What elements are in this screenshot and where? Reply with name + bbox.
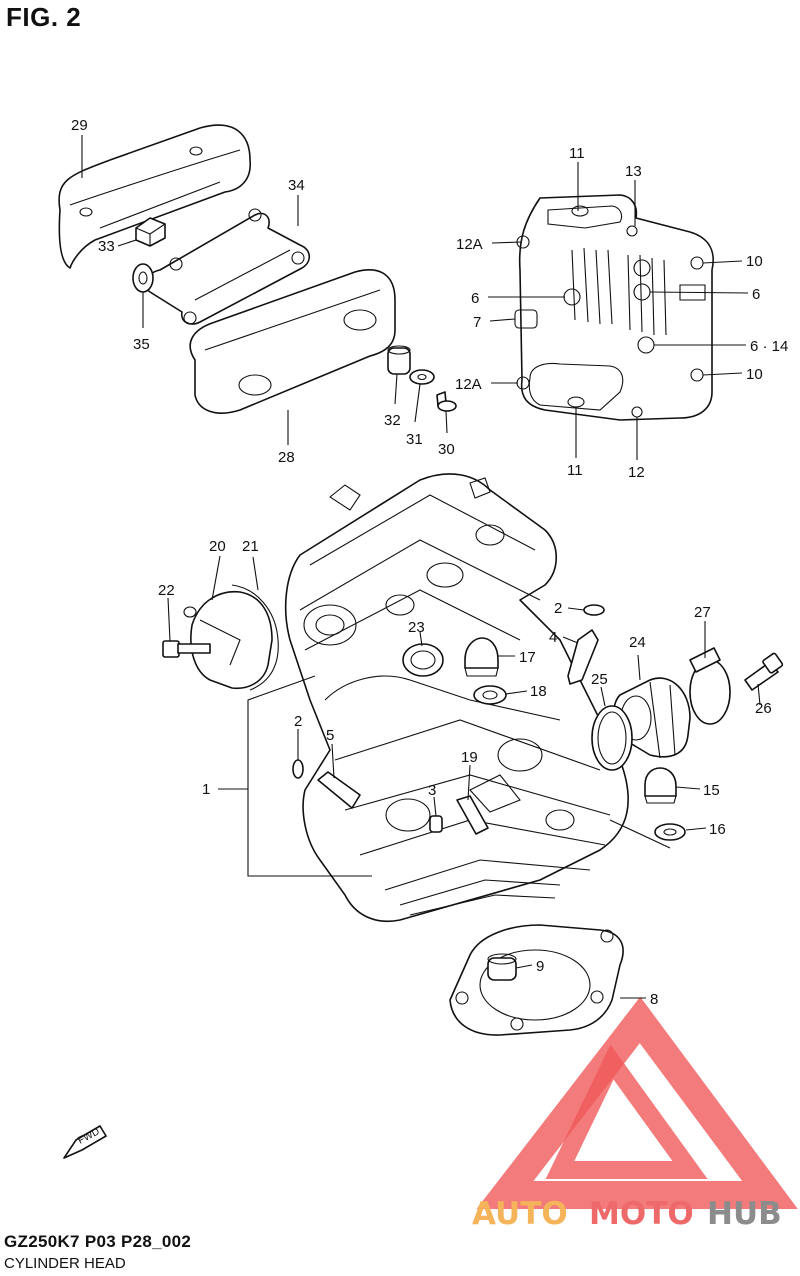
watermark-word-moto: MOTO (589, 1196, 694, 1232)
part-1-cylinder-head (284, 473, 629, 922)
part-9-dowel-pin (487, 953, 517, 981)
part-18-washer (473, 685, 507, 705)
callout-10-top: 10 (746, 253, 763, 270)
callout-25: 25 (591, 671, 608, 688)
part-19-spark-plug (456, 795, 489, 835)
callout-2-lower: 2 (294, 713, 302, 730)
callout-16: 16 (709, 821, 726, 838)
watermark-logo-triangle (476, 996, 798, 1209)
part-16-washer (654, 823, 686, 841)
part-35-grommet (132, 263, 154, 293)
part-33-pad (135, 217, 166, 247)
part-25-o-ring (591, 705, 633, 771)
callout-1: 1 (202, 781, 210, 798)
callout-23: 23 (408, 619, 425, 636)
callout-12a-bottom: 12A (455, 376, 482, 393)
part-head-cover-lower (514, 194, 714, 421)
callout-22: 22 (158, 582, 175, 599)
assembly-name: CYLINDER HEAD (4, 1255, 126, 1272)
callout-35: 35 (133, 336, 150, 353)
part-5-valve-guide (317, 771, 361, 809)
part-26-screw (744, 652, 784, 691)
part-15-cap-nut (644, 767, 677, 804)
callout-12: 12 (628, 464, 645, 481)
callout-33: 33 (98, 238, 115, 255)
part-29-head-cover-top (58, 124, 251, 269)
callout-3: 3 (428, 782, 436, 799)
part-31-washer (409, 369, 435, 385)
callout-9: 9 (536, 958, 544, 975)
callout-13: 13 (625, 163, 642, 180)
callout-26: 26 (755, 700, 772, 717)
callout-32: 32 (384, 412, 401, 429)
callout-20: 20 (209, 538, 226, 555)
callout-15: 15 (703, 782, 720, 799)
leader-lines (81, 135, 761, 999)
callout-2-upper: 2 (554, 600, 562, 617)
part-32-grommet (387, 345, 411, 375)
callout-12a-top: 12A (456, 236, 483, 253)
callout-labels: 29 34 33 35 28 32 31 30 11 13 12A 10 6 6… (71, 117, 788, 1008)
callout-18: 18 (530, 683, 547, 700)
callout-5: 5 (326, 727, 334, 744)
watermark-logo: AUTO MOTO HUB (472, 996, 798, 1232)
callout-7: 7 (473, 314, 481, 331)
callout-11-bottom: 11 (567, 462, 583, 479)
callout-19: 19 (461, 749, 478, 766)
part-21-gasket (231, 584, 279, 691)
part-30-bolt (436, 391, 457, 412)
callout-10-bottom: 10 (746, 366, 763, 383)
callout-21: 21 (242, 538, 259, 555)
part-8-cylinder-head-gasket (449, 924, 624, 1036)
callout-24: 24 (629, 634, 646, 651)
part-3-dowel-pin (429, 815, 443, 833)
callout-29: 29 (71, 117, 88, 134)
part-28-head-cover (189, 269, 396, 414)
callout-11-top: 11 (569, 145, 585, 162)
part-17-cap-nut (464, 637, 499, 677)
callout-17: 17 (519, 649, 536, 666)
figure-title: FIG. 2 (6, 2, 82, 32)
part-22-bolt (162, 640, 211, 658)
callout-27: 27 (694, 604, 711, 621)
part-4-valve-guide (567, 629, 599, 685)
callout-6-left: 6 (471, 290, 479, 307)
callout-6-right: 6 (752, 286, 760, 303)
callout-28: 28 (278, 449, 295, 466)
callout-34: 34 (288, 177, 305, 194)
part-23-seal (402, 643, 444, 677)
callout-8: 8 (650, 991, 658, 1008)
callout-6-14: 6 · 14 (750, 338, 788, 355)
part-2-o-ring-upper (583, 604, 605, 616)
callout-31: 31 (406, 431, 423, 448)
part-2-o-ring-lower (292, 759, 304, 779)
forward-direction-arrow: FWD (63, 1125, 107, 1159)
callout-4: 4 (549, 629, 557, 646)
part-20-side-cover (183, 590, 273, 690)
model-code: GZ250K7 P03 P28_002 (4, 1232, 192, 1251)
watermark-logo-inner-triangle (545, 1044, 708, 1179)
part-27-clamp (689, 647, 731, 725)
callout-30: 30 (438, 441, 455, 458)
watermark-word-auto: AUTO (472, 1196, 568, 1232)
watermark-word-hub: HUB (707, 1196, 782, 1232)
